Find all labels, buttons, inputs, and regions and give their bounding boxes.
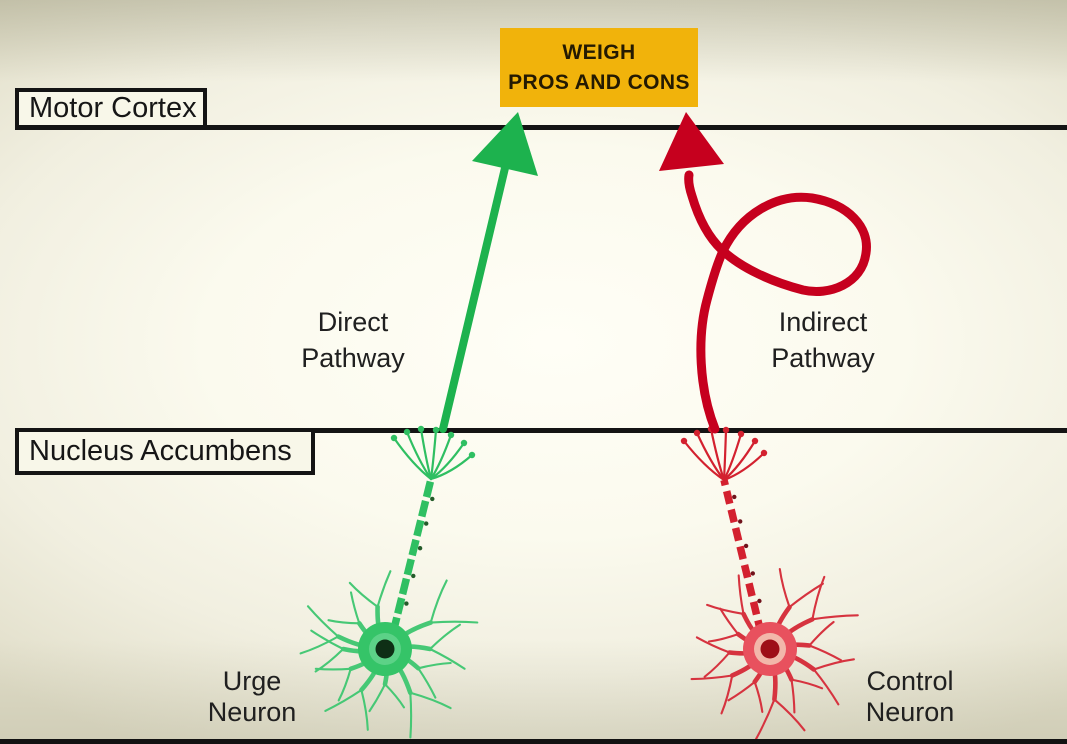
indirect-arrowhead-icon [659, 112, 724, 171]
control-neuron-label: Control Neuron [820, 666, 1000, 728]
nucleus-accumbens-text: Nucleus Accumbens [29, 435, 292, 467]
weigh-pros-cons-box: WEIGH PROS AND CONS [500, 28, 698, 107]
direct-pathway-line1: Direct [317, 307, 389, 337]
control-neuron-figure [680, 425, 859, 741]
indirect-pathway-arrow [659, 112, 871, 434]
indirect-arrow-loop [684, 170, 871, 434]
urge-neuron-label: Urge Neuron [162, 666, 342, 728]
urge-neuron-figure [299, 425, 479, 739]
motor-cortex-text: Motor Cortex [29, 92, 197, 124]
urge-neuron-line1: Urge [222, 666, 282, 696]
direct-arrow-shaft [439, 164, 509, 433]
indirect-pathway-label: Indirect Pathway [733, 304, 913, 376]
weigh-box-line2: PROS AND CONS [508, 70, 690, 94]
motor-cortex-label: Motor Cortex [15, 88, 207, 129]
urge-neuron-line2: Neuron [207, 697, 297, 727]
control-neuron-line1: Control [866, 666, 954, 696]
weigh-box-line1: WEIGH [562, 40, 636, 64]
direct-pathway-arrow [439, 112, 538, 433]
indirect-pathway-line1: Indirect [778, 307, 868, 337]
direct-pathway-label: Direct Pathway [263, 304, 443, 376]
control-neuron-line2: Neuron [865, 697, 955, 727]
direct-pathway-line2: Pathway [301, 343, 405, 373]
direct-arrowhead-icon [472, 112, 538, 176]
indirect-pathway-line2: Pathway [771, 343, 875, 373]
nucleus-accumbens-label: Nucleus Accumbens [15, 428, 315, 475]
bottom-letterbox-bar [0, 739, 1067, 744]
